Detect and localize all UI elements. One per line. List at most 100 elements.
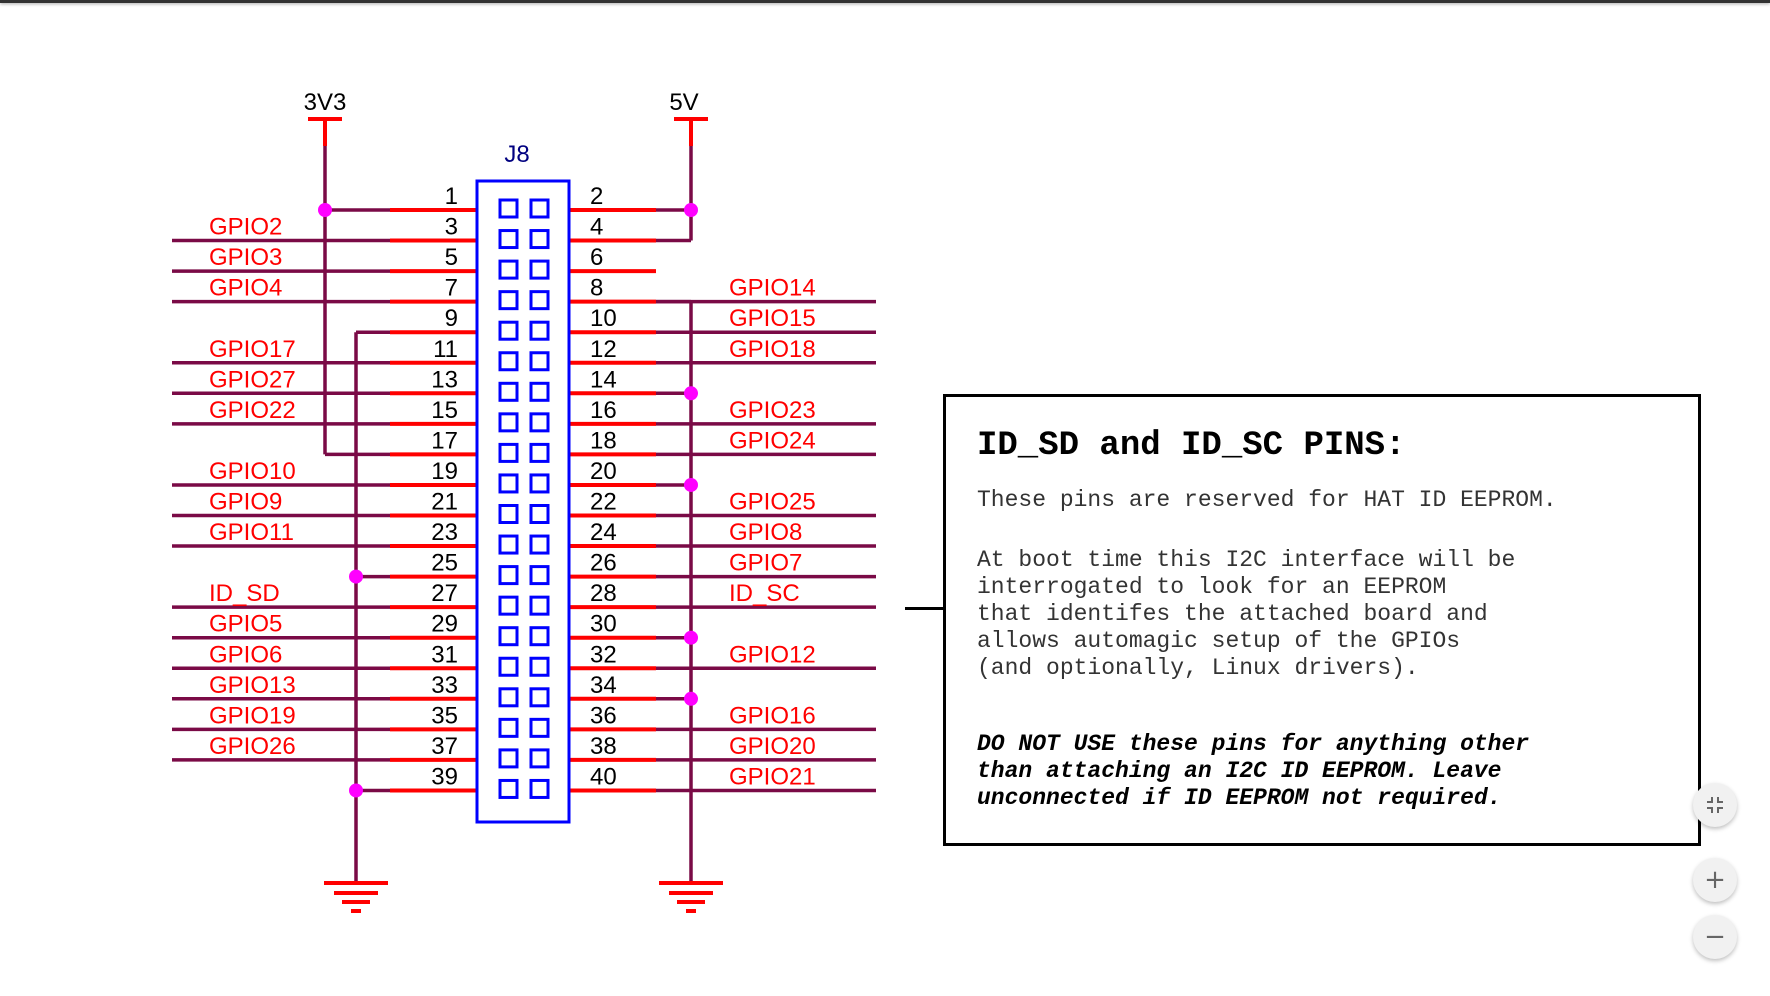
pin-pad-even [529, 717, 550, 738]
net-label-right: GPIO16 [729, 702, 816, 729]
junction-dot [684, 203, 698, 217]
net-label-right: GPIO25 [729, 489, 816, 516]
pin-pad-odd [498, 626, 519, 647]
pin-number-right: 16 [590, 397, 617, 424]
net-label-right: ID_SC [729, 580, 800, 607]
zoom-in-button[interactable]: + [1693, 858, 1737, 902]
pin-number-right: 22 [590, 489, 617, 516]
wires-layer [172, 117, 876, 913]
pin-number-right: 34 [590, 672, 617, 699]
pin-pad-odd [498, 320, 519, 341]
zoom-out-button[interactable]: − [1693, 915, 1737, 959]
net-label-right: GPIO15 [729, 305, 816, 332]
top-edge-bar [0, 0, 1770, 3]
pin-pad-odd [498, 504, 519, 524]
pin-number-right: 14 [590, 366, 617, 393]
pin-pad-odd [498, 717, 519, 738]
pin-pad-even [529, 656, 550, 677]
pin-number-left: 21 [431, 489, 458, 516]
net-label-right: GPIO18 [729, 336, 816, 363]
pin-number-right: 30 [590, 611, 617, 638]
pin-number-left: 39 [431, 763, 458, 790]
power-label-5v: 5V [669, 89, 698, 116]
pin-pad-odd [498, 565, 519, 586]
pin-number-left: 13 [431, 366, 458, 393]
junction-dot [684, 691, 698, 706]
pin-number-right: 24 [590, 519, 617, 546]
power-label-3v3: 3V3 [304, 89, 347, 116]
pin-number-left: 5 [445, 244, 458, 271]
pin-number-right: 32 [590, 641, 617, 668]
pin-number-left: 17 [431, 427, 458, 454]
pin-number-left: 7 [445, 275, 458, 302]
pin-number-right: 18 [590, 427, 617, 454]
pin-number-left: 11 [433, 336, 458, 363]
pin-pad-odd [498, 473, 519, 494]
pin-pad-odd [498, 229, 519, 250]
pin-pad-even [529, 687, 550, 708]
pin-pad-even [529, 198, 550, 219]
connector-ref-label: J8 [504, 141, 529, 168]
ground-symbol-right [659, 881, 723, 913]
net-label-left: GPIO19 [209, 702, 296, 729]
pin-pad-even [529, 565, 550, 586]
connector-j8 [475, 179, 571, 824]
junction-dot [684, 386, 698, 401]
net-label-left: GPIO22 [209, 397, 296, 424]
pin-pad-odd [498, 687, 519, 708]
junction-dot [684, 477, 698, 492]
note-title: ID_SD and ID_SC PINS: [977, 427, 1406, 465]
net-label-right: GPIO21 [729, 763, 816, 790]
junction-dot [318, 203, 332, 217]
net-label-left: ID_SD [209, 580, 280, 607]
net-label-right: GPIO12 [729, 641, 816, 668]
pin-pad-odd [498, 595, 519, 616]
pin-pad-odd [498, 259, 519, 280]
note-paragraph-boot: At boot time this I2C interface will be … [977, 547, 1516, 681]
pin-pad-even [529, 412, 550, 433]
pin-number-left: 33 [431, 672, 458, 699]
junction-dot [349, 783, 363, 798]
pin-stubs-layer [390, 208, 656, 793]
pin-pad-odd [498, 412, 519, 433]
connector-body [475, 179, 571, 824]
net-label-left: GPIO26 [209, 733, 296, 760]
pin-pad-odd [498, 778, 519, 799]
ground-symbol-left [324, 881, 388, 913]
pin-number-right: 12 [590, 336, 617, 363]
net-label-left: GPIO17 [209, 336, 296, 363]
pin-number-left: 1 [445, 183, 458, 210]
pin-pad-odd [498, 656, 519, 677]
junction-dot [684, 630, 698, 645]
net-label-right: GPIO24 [729, 427, 816, 454]
pin-pad-odd [498, 198, 519, 219]
net-label-right: GPIO8 [729, 519, 802, 546]
note-leader-line [905, 607, 945, 610]
pin-number-left: 15 [431, 397, 458, 424]
labels-layer: J813GPIO25GPIO37GPIO4911GPIO1713GPIO2715… [209, 89, 816, 790]
net-label-right: GPIO7 [729, 550, 802, 577]
net-label-left: GPIO2 [209, 214, 282, 241]
pin-pad-even [529, 778, 550, 799]
net-label-left: GPIO4 [209, 275, 282, 302]
net-label-left: GPIO3 [209, 244, 282, 271]
pin-number-right: 40 [590, 763, 617, 790]
pin-pad-even [529, 504, 550, 524]
pin-pad-even [529, 748, 550, 769]
fit-to-screen-button[interactable] [1693, 783, 1737, 827]
pin-pad-odd [498, 351, 519, 372]
pin-pad-even [529, 381, 550, 402]
junction-dot [349, 569, 363, 584]
pin-number-right: 26 [590, 550, 617, 577]
pin-pad-odd [498, 442, 519, 463]
pin-number-left: 37 [431, 733, 458, 760]
pin-pad-odd [498, 748, 519, 769]
minus-icon: − [1704, 922, 1726, 952]
net-label-left: GPIO6 [209, 641, 282, 668]
pin-pad-even [529, 229, 550, 250]
pin-number-left: 27 [431, 580, 458, 607]
pin-pad-odd [498, 534, 519, 555]
pin-number-right: 2 [590, 183, 603, 210]
pin-pad-even [529, 290, 550, 311]
